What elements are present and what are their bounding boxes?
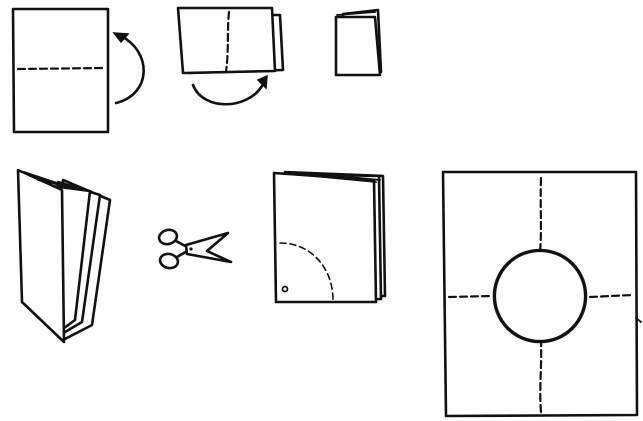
fold-line-bottom (540, 339, 541, 412)
fold-line-left (449, 296, 492, 297)
step-4-open-booklet-pages (18, 170, 110, 342)
fold-up-arrow-icon (114, 33, 144, 103)
booklet-front-page (274, 173, 376, 302)
step-7-unfolded-sheet-with-hole (443, 172, 641, 416)
step-6-booklet-with-cut-line (274, 172, 385, 302)
step-1-sheet-fold-in-half (13, 9, 144, 132)
step-2-fold-again (178, 8, 283, 104)
step-3-small-booklet (336, 10, 381, 75)
fold-around-arrow-icon (193, 76, 267, 104)
sheet (13, 9, 108, 132)
scissors-icon (157, 228, 231, 270)
page-left (18, 170, 64, 342)
booklet-front (336, 17, 380, 75)
circle-hole (494, 250, 586, 342)
